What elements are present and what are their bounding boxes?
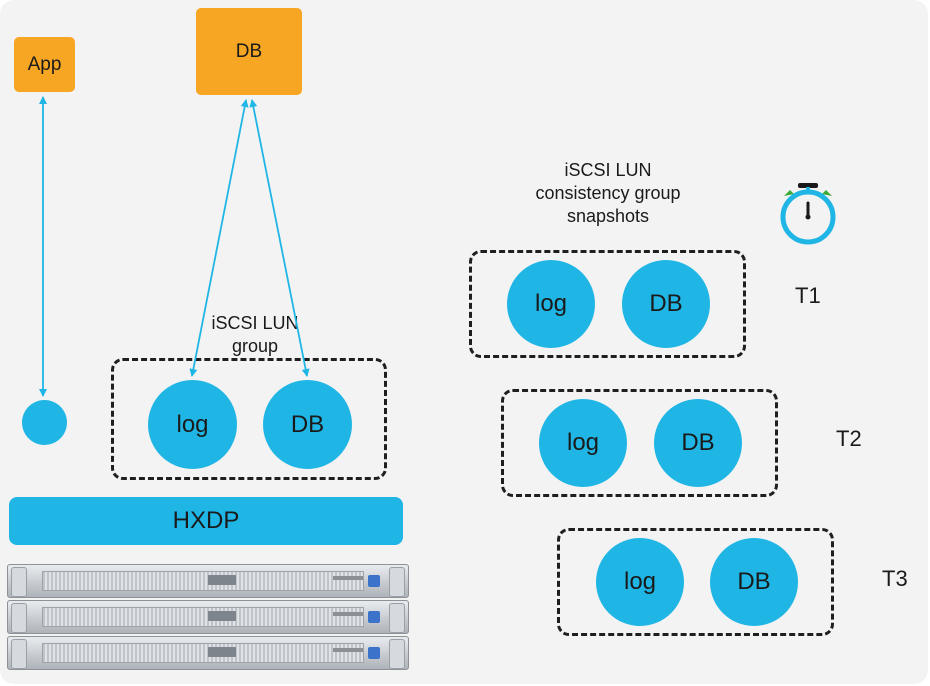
snapshot-db-circle: DB xyxy=(654,399,742,487)
snapshot-box-t3 xyxy=(557,528,834,636)
log-circle: log xyxy=(148,380,237,469)
lun-group-box xyxy=(111,358,387,480)
db-circle: DB xyxy=(263,380,352,469)
app-box: App xyxy=(14,37,75,92)
hxdp-bar: HXDP xyxy=(9,497,403,545)
snapshot-db-label: DB xyxy=(737,568,771,595)
snapshot-log-circle: log xyxy=(507,260,595,348)
snapshot-log-circle: log xyxy=(539,399,627,487)
snapshot-log-label: log xyxy=(623,568,657,595)
snapshot-box-t2 xyxy=(501,389,778,497)
app-label: App xyxy=(27,53,62,75)
hxdp-label: HXDP xyxy=(172,507,240,534)
db-log-arrow xyxy=(189,99,249,377)
time-label-t1: T1 xyxy=(795,283,821,308)
snapshot-db-circle: DB xyxy=(710,538,798,626)
snapshot-db-label: DB xyxy=(649,290,683,317)
time-label-t3: T3 xyxy=(882,566,908,591)
server-unit xyxy=(7,636,409,670)
db-top-label: DB xyxy=(235,40,263,62)
log-label: log xyxy=(176,410,209,438)
snapshot-db-label: DB xyxy=(681,429,715,456)
db-box-top: DB xyxy=(196,8,302,95)
snapshot-box-t1 xyxy=(469,250,746,358)
snapshot-log-circle: log xyxy=(596,538,684,626)
snapshot-log-label: log xyxy=(566,429,600,456)
time-label-t2: T2 xyxy=(836,426,862,451)
db-label: DB xyxy=(290,410,325,438)
snapshots-label: iSCSI LUN consistency group snapshots xyxy=(535,160,681,226)
stopwatch-icon xyxy=(780,183,836,245)
server-unit xyxy=(7,564,409,598)
snapshot-log-label: log xyxy=(534,290,568,317)
snapshot-db-circle: DB xyxy=(622,260,710,348)
db-db-arrow xyxy=(249,99,310,377)
app-circle xyxy=(22,400,67,445)
server-unit xyxy=(7,600,409,634)
